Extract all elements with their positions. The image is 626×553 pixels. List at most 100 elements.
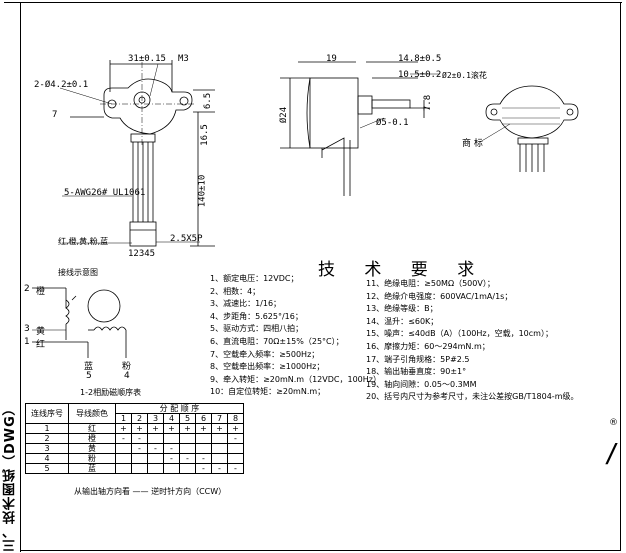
lead-color: 橙 [68,433,116,444]
nameplate-hole-right-icon [566,108,574,116]
lead-no: 3 [25,443,69,454]
lead-color: 黄 [68,443,116,454]
seq-cell: - [147,443,164,454]
dim-7-8: 7.8 [423,94,434,112]
dim-14-8: 14.8±0.5 [398,54,442,64]
sequence-caption: 1-2相励磁顺序表 [80,388,142,397]
seq-cell [227,453,244,464]
seq-cell [163,463,180,474]
right-edge-glyph-icon: / [604,439,620,469]
requirements-title: 技 术 要 求 [318,260,487,280]
seq-cell [147,463,164,474]
seq-cell: + [115,423,132,434]
dim-dia24: Ø24 [279,106,290,124]
requirement-item: 10：自定位转矩：≥20mN.m； [210,387,326,397]
seq-cell: - [179,453,196,464]
dim-width-31: 31±0.15 [128,54,166,64]
seq-cell: + [227,423,244,434]
table-row: 2 橙 - - - [25,433,244,444]
wire-3-color: 黄 [36,327,46,337]
side-view [280,61,440,196]
dim-colors: 红,橙,黄,粉,蓝 [58,237,109,246]
seq-cell [211,443,228,454]
step-header: 1 [115,413,132,424]
requirement-item: 7、空载牵入频率：≥500Hz； [210,349,320,359]
lead-no: 4 [25,453,69,464]
seq-cell: + [195,423,212,434]
seq-cell [179,433,196,444]
seq-cell: - [163,453,180,464]
table-row: 4 粉 - - - [25,453,244,464]
connection-schematic [32,287,127,358]
nameplate-label: 商 标 [462,139,483,149]
seq-cell: - [131,443,148,454]
requirement-item: 12、绝缘介电强度：600VAC/1mA/1s； [366,291,513,301]
seq-cell: + [211,423,228,434]
seq-cell: - [227,463,244,474]
wire-1-number: 1 [24,337,30,347]
step-header: 7 [211,413,228,424]
wire-2-color: 橙 [36,287,46,297]
dim-m3: M3 [178,54,189,64]
seq-cell [115,443,132,454]
step-header: 8 [227,413,244,424]
seq-cell: - [115,433,132,444]
seq-cell [211,433,228,444]
frame-left-line [20,2,21,552]
connection-title: 接线示意图 [58,268,98,277]
seq-cell [147,453,164,464]
col-order-header: 分 配 顺 序 [115,403,244,414]
table-row: 3 黄 - - - [25,443,244,454]
step-header: 2 [131,413,148,424]
lead-no: 5 [25,463,69,474]
requirement-item: 14、温升：≤60K； [366,316,439,326]
seq-cell [115,463,132,474]
seq-cell: - [195,463,212,474]
seq-cell [131,463,148,474]
seq-cell [163,433,180,444]
coil-left-icon [65,299,70,325]
frame-bottom-line [20,550,621,551]
seq-cell: - [131,433,148,444]
dim-10-5: 10.5±0.2 [398,70,442,80]
seq-cell [211,453,228,464]
dim-seven: 7 [52,110,58,120]
seq-cell: + [131,423,148,434]
rotor-icon [87,289,121,323]
connector-icon [129,221,157,247]
mount-hole-right-icon [179,96,189,106]
dim-shaft-dia: Ø2±0.1滚花 [442,71,487,80]
dim-six5: 6.5 [203,92,214,110]
nameplate-hole-left-icon [490,108,498,116]
requirement-item: 11、绝缘电阻：≥50MΩ（500V）； [366,279,495,288]
right-edge-mark: ® [609,418,618,428]
dim-pins: 12345 [128,249,156,259]
seq-cell [115,453,132,464]
step-header: 4 [163,413,180,424]
requirement-item: 2、相数：4； [210,286,261,296]
requirement-item: 17、端子引角规格：5P#2.5 [366,354,470,364]
seq-cell: - [195,453,212,464]
requirement-item: 19、轴向间隙：0.05～0.3MM [366,379,477,389]
coil-bottom-icon [93,326,127,331]
dim-h140: 140±10 [197,174,208,208]
requirement-item: 20、括号内尺寸为参考尺寸，未注公差按GB/T1804-m级。 [366,392,579,402]
seq-cell: - [227,433,244,444]
wire-pink-color: 粉 [122,362,132,372]
table-row: 5 蓝 - - - [25,463,244,474]
seq-cell: + [163,423,180,434]
seq-cell: - [211,463,228,474]
sequence-footer: 从输出轴方向看 —— 逆时针方向（CCW） [74,487,227,496]
seq-cell: - [163,443,180,454]
lead-color: 红 [68,423,116,434]
wire-blue-color: 蓝 [84,362,94,372]
seq-cell: + [179,423,196,434]
lead-no: 2 [25,433,69,444]
requirement-item: 4、步距角：5.625°/16； [210,311,303,321]
lead-no: 1 [25,423,69,434]
seq-cell [179,443,196,454]
step-header: 6 [195,413,212,424]
seq-cell [227,443,244,454]
requirement-item: 5、驱动方式：四相八拍； [210,324,304,334]
front-view [59,60,215,247]
